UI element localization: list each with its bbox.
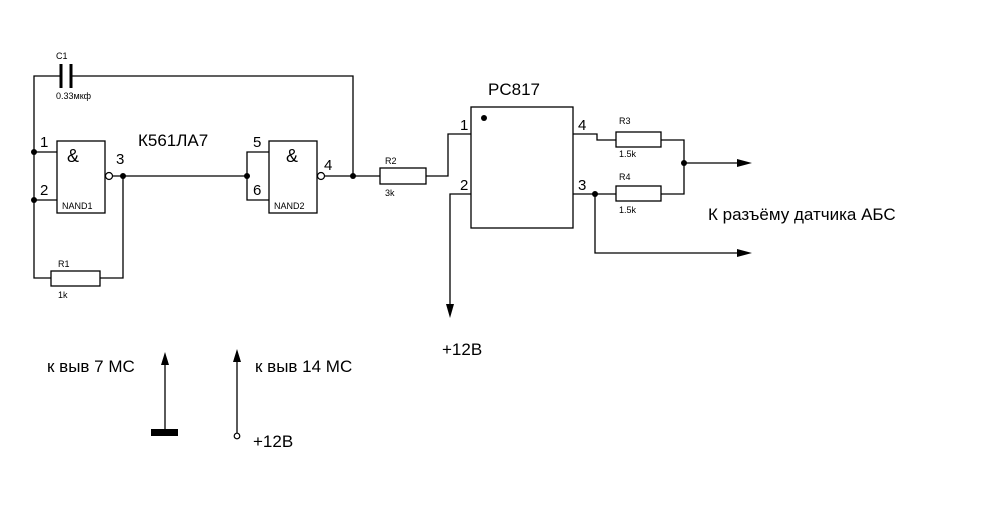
r1-resistor: R1 1k — [50, 176, 124, 300]
pc817-pin3-label: 3 — [578, 177, 586, 194]
c1-ref-label: C1 — [56, 51, 68, 61]
node-gate1-pin1 — [31, 149, 37, 155]
gate1-pin2-label: 2 — [40, 182, 48, 199]
pin7-label: к выв 7 МС — [47, 357, 135, 376]
pc817-optocoupler: PC817 1 2 3 4 — [460, 80, 586, 229]
gate1-pin3-label: 3 — [116, 151, 124, 168]
gate1-pin1-label: 1 — [40, 134, 48, 151]
r1-body — [50, 270, 101, 287]
ground-symbol — [151, 429, 178, 436]
gate2-symbol: & — [286, 146, 298, 166]
c1-capacitor: C1 0.33мкф — [33, 51, 354, 176]
output-arrow-bottom — [737, 249, 752, 257]
gate1-body — [56, 140, 106, 214]
node-gate1-pin2 — [31, 197, 37, 203]
gate2-pin6-label: 6 — [253, 182, 261, 199]
supply-arrow-down — [446, 304, 454, 318]
supply-terminal — [233, 432, 241, 440]
pin14-arrow-up — [233, 349, 241, 362]
gate2-name: NAND2 — [274, 201, 305, 211]
chip-label: К561ЛА7 — [138, 131, 208, 150]
gate1-name: NAND1 — [62, 201, 93, 211]
supply-12v-label: +12В — [442, 340, 482, 359]
pc817-pin1-marker — [481, 115, 487, 121]
gate2-body — [268, 140, 318, 214]
r3-body — [615, 131, 662, 148]
node-gate2-out — [350, 173, 356, 179]
c1-value-label: 0.33мкф — [56, 91, 92, 101]
gate1-nand1: & NAND1 1 2 3 — [31, 134, 124, 279]
pc817-body — [470, 106, 574, 229]
gate1-inversion-bubble — [104, 171, 114, 181]
r1-value-label: 1k — [58, 290, 68, 300]
pin7-ground: к выв 7 МС — [47, 352, 178, 436]
pc817-name: PC817 — [488, 80, 540, 99]
gate2-pin5-label: 5 — [253, 134, 261, 151]
r2-body — [379, 167, 427, 185]
pin14-supply: к выв 14 МС +12В — [233, 349, 352, 451]
r4-resistor: R4 1.5k — [573, 163, 685, 215]
r4-body — [615, 185, 662, 202]
gate2-pin4-label: 4 — [324, 157, 332, 174]
r3-ref-label: R3 — [619, 116, 631, 126]
r4-value-label: 1.5k — [619, 205, 637, 215]
node-gate2-inputs — [244, 173, 250, 179]
r4-ref-label: R4 — [619, 172, 631, 182]
pin14-label: к выв 14 МС — [255, 357, 352, 376]
output-arrow-top — [737, 159, 752, 167]
r2-value-label: 3k — [385, 188, 395, 198]
gate2-inversion-bubble — [316, 171, 326, 181]
r3-value-label: 1.5k — [619, 149, 637, 159]
connector-label: К разъёму датчика АБС — [708, 205, 896, 224]
pin7-arrow-up — [161, 352, 169, 365]
pc817-pin2-label: 2 — [460, 177, 468, 194]
r3-resistor: R3 1.5k — [573, 116, 685, 163]
r2-resistor: R2 3k — [379, 133, 471, 198]
pc817-pin1-label: 1 — [460, 117, 468, 134]
r1-ref-label: R1 — [58, 259, 70, 269]
gate1-symbol: & — [67, 146, 79, 166]
r2-ref-label: R2 — [385, 156, 397, 166]
gate2-nand2: & NAND2 5 6 4 — [244, 134, 332, 214]
pc817-pin4-label: 4 — [578, 117, 586, 134]
supply-12v-label-2: +12В — [253, 432, 293, 451]
